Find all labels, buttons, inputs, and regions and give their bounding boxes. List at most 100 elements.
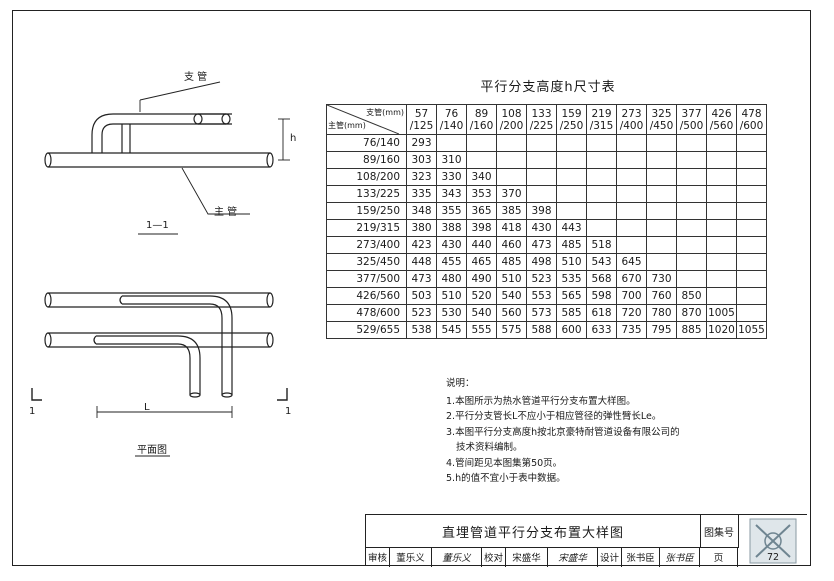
table-cell bbox=[676, 236, 707, 254]
row-header: 377/500 bbox=[326, 270, 407, 288]
plan-title: 平面图 bbox=[137, 445, 167, 456]
table-cell bbox=[736, 287, 767, 305]
table-cell: 568 bbox=[586, 270, 617, 288]
table-cell: 735 bbox=[616, 321, 647, 339]
table-cell: 598 bbox=[586, 287, 617, 305]
table-cell: 385 bbox=[496, 202, 527, 220]
branch-pipe-label: 支 管 bbox=[184, 72, 208, 83]
table-cell: 380 bbox=[406, 219, 437, 237]
h-dimension-label: h bbox=[290, 133, 297, 144]
column-header: 478/600 bbox=[736, 104, 767, 135]
table-cell: 545 bbox=[436, 321, 467, 339]
table-cell: 340 bbox=[466, 168, 497, 186]
table-cell: 365 bbox=[466, 202, 497, 220]
corner-branch-label: 支管(mm) bbox=[366, 108, 404, 117]
table-cell bbox=[676, 253, 707, 271]
table-cell: 430 bbox=[526, 219, 557, 237]
table-cell: 585 bbox=[556, 304, 587, 322]
table-cell bbox=[676, 202, 707, 220]
design-name: 张书臣 bbox=[622, 547, 660, 567]
corner-main-label: 主管(mm) bbox=[328, 121, 366, 130]
table-cell bbox=[616, 236, 647, 254]
table-cell bbox=[646, 168, 677, 186]
table-cell: 850 bbox=[676, 287, 707, 305]
table-cell: 355 bbox=[436, 202, 467, 220]
table-cell bbox=[706, 185, 737, 203]
table-cell: 473 bbox=[406, 270, 437, 288]
table-cell bbox=[556, 134, 587, 152]
section-main-pipe bbox=[44, 152, 274, 168]
table-cell bbox=[706, 236, 737, 254]
table-cell bbox=[646, 134, 677, 152]
table-cell bbox=[496, 151, 527, 169]
table-cell bbox=[676, 219, 707, 237]
table-cell bbox=[706, 168, 737, 186]
column-header: 89/160 bbox=[466, 104, 497, 135]
table-cell: 543 bbox=[586, 253, 617, 271]
table-cell: 293 bbox=[406, 134, 437, 152]
table-cell: 498 bbox=[526, 253, 557, 271]
table-cell bbox=[556, 185, 587, 203]
table-cell bbox=[736, 219, 767, 237]
table-cell bbox=[616, 202, 647, 220]
section-branch-pipe bbox=[91, 113, 232, 153]
row-header: 325/450 bbox=[326, 253, 407, 271]
table-cell: 645 bbox=[616, 253, 647, 271]
table-cell bbox=[676, 168, 707, 186]
table-cell bbox=[646, 151, 677, 169]
table-cell bbox=[586, 202, 617, 220]
check-signature: 宋盛华 bbox=[548, 547, 598, 567]
table-cell: 670 bbox=[616, 270, 647, 288]
notes-heading: 说明： bbox=[446, 378, 475, 389]
table-cell: 575 bbox=[496, 321, 527, 339]
main-pipe-label: 主 管 bbox=[214, 207, 238, 218]
table-cell bbox=[556, 151, 587, 169]
page-number: 72 bbox=[766, 551, 780, 563]
column-header: 76/140 bbox=[436, 104, 467, 135]
table-cell bbox=[706, 219, 737, 237]
table-cell bbox=[676, 185, 707, 203]
table-cell: 700 bbox=[616, 287, 647, 305]
table-cell: 510 bbox=[496, 270, 527, 288]
table-cell bbox=[736, 236, 767, 254]
cut-mark-left: 1 bbox=[29, 406, 36, 417]
table-cell: 448 bbox=[406, 253, 437, 271]
table-cell: 303 bbox=[406, 151, 437, 169]
table-cell bbox=[616, 168, 647, 186]
table-cell: 870 bbox=[676, 304, 707, 322]
column-header: 57/125 bbox=[406, 104, 437, 135]
row-header: 219/315 bbox=[326, 219, 407, 237]
table-cell bbox=[616, 185, 647, 203]
table-cell bbox=[646, 185, 677, 203]
row-header: 159/250 bbox=[326, 202, 407, 220]
table-cell: 480 bbox=[436, 270, 467, 288]
table-cell bbox=[586, 185, 617, 203]
L-dimension-label: L bbox=[144, 402, 150, 413]
table-cell: 565 bbox=[556, 287, 587, 305]
table-cell bbox=[586, 151, 617, 169]
table-cell: 460 bbox=[496, 236, 527, 254]
table-cell bbox=[466, 151, 497, 169]
table-cell bbox=[676, 134, 707, 152]
table-cell bbox=[646, 236, 677, 254]
table-cell: 335 bbox=[406, 185, 437, 203]
table-cell: 510 bbox=[436, 287, 467, 305]
table-cell bbox=[526, 151, 557, 169]
table-cell: 540 bbox=[496, 287, 527, 305]
table-cell bbox=[526, 185, 557, 203]
table-cell: 760 bbox=[646, 287, 677, 305]
table-cell bbox=[466, 134, 497, 152]
row-header: 133/225 bbox=[326, 185, 407, 203]
table-cell bbox=[436, 134, 467, 152]
table-cell: 523 bbox=[406, 304, 437, 322]
column-header: 108/200 bbox=[496, 104, 527, 135]
table-cell: 535 bbox=[556, 270, 587, 288]
table-cell bbox=[586, 134, 617, 152]
